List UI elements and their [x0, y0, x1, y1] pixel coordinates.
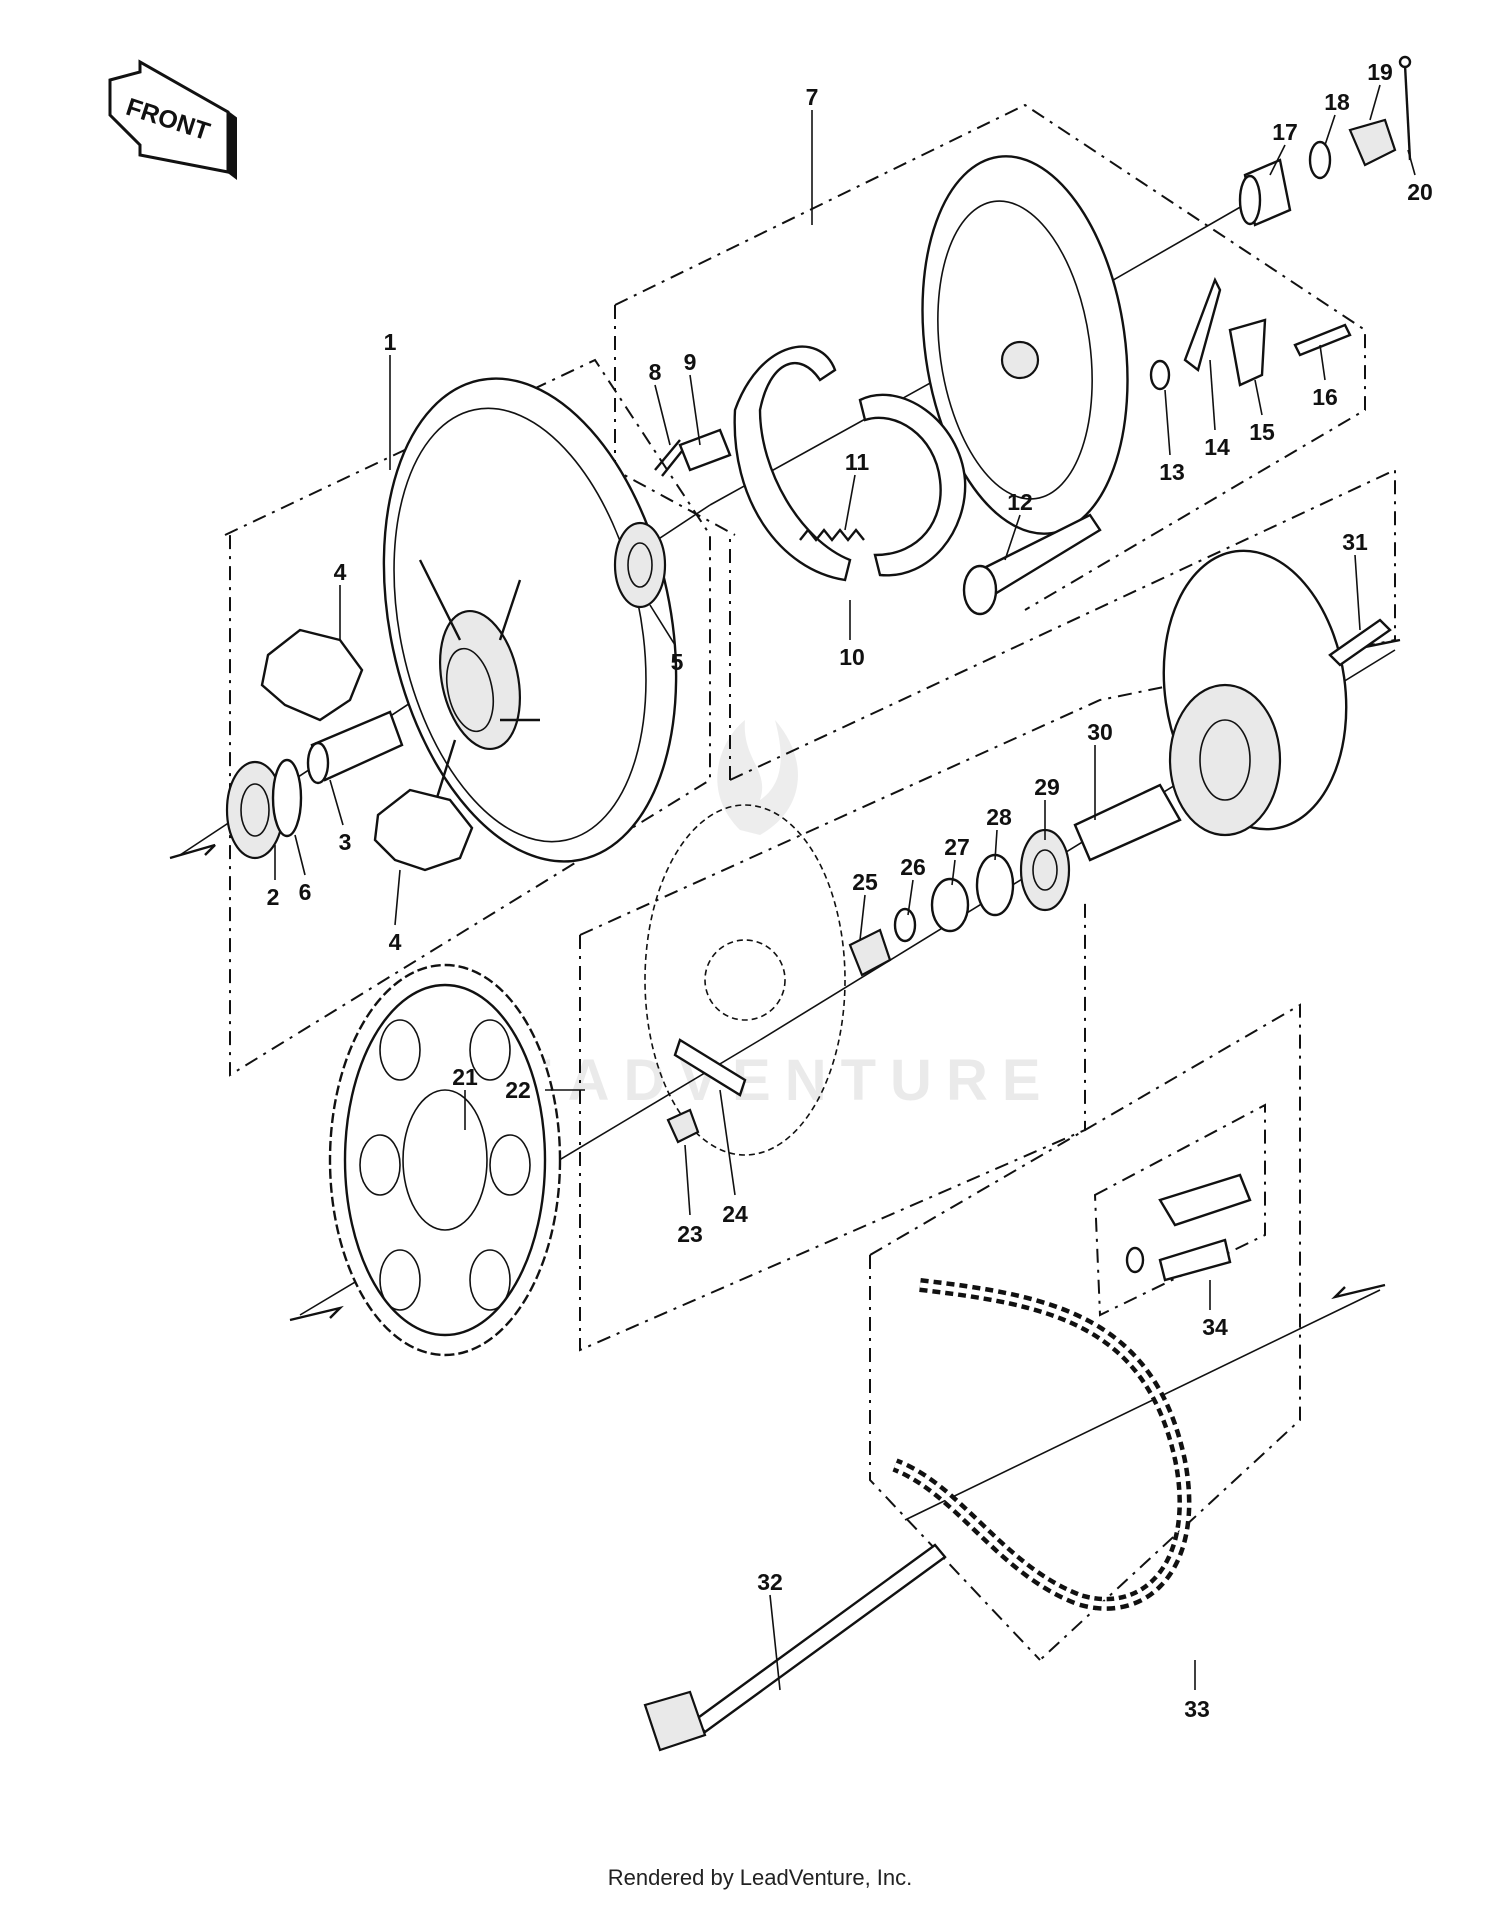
bearing-29 — [1019, 828, 1071, 912]
callout-23: 23 — [677, 1221, 703, 1247]
cotter-pin-20 — [1398, 55, 1412, 161]
callout-16: 16 — [1312, 384, 1338, 410]
callout-4b: 4 — [389, 929, 402, 955]
lock-plate-24 — [673, 1038, 747, 1097]
sleeve-30 — [1073, 783, 1182, 862]
callout-12: 12 — [1007, 489, 1033, 515]
callout-2: 2 — [267, 884, 280, 910]
callout-3: 3 — [339, 829, 352, 855]
callout-28: 28 — [986, 804, 1012, 830]
front-arrow-icon: FRONT — [108, 59, 237, 180]
callout-11: 11 — [845, 449, 870, 475]
indicator-14 — [1183, 277, 1222, 373]
hub-damper-upper — [260, 628, 364, 722]
callout-33: 33 — [1184, 1696, 1210, 1722]
callout-29: 29 — [1034, 774, 1060, 800]
brake-panel — [921, 155, 1129, 535]
callout-26: 26 — [900, 854, 926, 880]
callout-5: 5 — [671, 649, 684, 675]
master-link — [1125, 1173, 1252, 1282]
callout-21: 21 — [452, 1064, 478, 1090]
brake-lever-15 — [1228, 318, 1267, 387]
callout-17: 17 — [1272, 119, 1298, 145]
brake-spring — [799, 528, 865, 542]
callout-15: 15 — [1249, 419, 1275, 445]
seal-28 — [975, 853, 1015, 917]
link-plate — [678, 428, 732, 472]
callout-19: 19 — [1367, 59, 1393, 85]
rear-axle — [643, 1543, 947, 1752]
callout-9: 9 — [684, 349, 697, 375]
callout-22: 22 — [505, 1077, 531, 1103]
callout-27: 27 — [944, 834, 970, 860]
callouts: 1 2 3 4 4 5 6 7 8 9 10 11 12 13 14 15 16… — [267, 59, 1433, 1722]
callout-4a: 4 — [334, 559, 347, 585]
washer-26 — [893, 907, 917, 943]
callout-31: 31 — [1342, 529, 1368, 555]
callout-6: 6 — [299, 879, 312, 905]
callout-10: 10 — [839, 644, 865, 670]
brake-shoe-right — [858, 393, 967, 577]
axle-nut-19 — [1348, 118, 1397, 167]
washer-13 — [1149, 359, 1171, 391]
callout-25: 25 — [852, 869, 878, 895]
callout-7: 7 — [806, 84, 819, 110]
callout-24: 24 — [722, 1201, 748, 1227]
callout-34: 34 — [1202, 1314, 1228, 1340]
callout-13: 13 — [1159, 459, 1185, 485]
collar-27 — [930, 877, 970, 933]
axle-spacer-17 — [1238, 158, 1292, 227]
washer-18 — [1308, 140, 1332, 180]
callout-1: 1 — [384, 329, 397, 355]
footer-credit: Rendered by LeadVenture, Inc. — [608, 1865, 913, 1890]
drive-chain — [892, 1278, 1192, 1611]
callout-32: 32 — [757, 1569, 783, 1595]
bolt-16 — [1293, 323, 1352, 357]
hub-collar — [306, 710, 404, 785]
callout-30: 30 — [1087, 719, 1113, 745]
callout-18: 18 — [1324, 89, 1350, 115]
nut-25 — [848, 928, 892, 977]
hub-damper-lower — [373, 788, 474, 872]
brake-cam — [962, 513, 1102, 616]
callout-20: 20 — [1407, 179, 1433, 205]
leader-lines — [274, 84, 1416, 1691]
watermark-text: LEADVENTURE — [465, 1048, 1054, 1113]
callout-14: 14 — [1204, 434, 1230, 460]
hub-bearing-right — [613, 521, 667, 609]
nut-23 — [666, 1108, 700, 1144]
rear-hub — [382, 377, 678, 863]
brake-shoe-left — [733, 345, 852, 582]
group-outlines — [224, 103, 1396, 1661]
bolt-31 — [1328, 618, 1392, 667]
sprocket-hub — [1162, 549, 1348, 837]
sprocket-ghost — [644, 804, 846, 1156]
callout-8: 8 — [649, 359, 662, 385]
rear-sprocket — [328, 963, 562, 1357]
hub-seal — [271, 758, 303, 838]
